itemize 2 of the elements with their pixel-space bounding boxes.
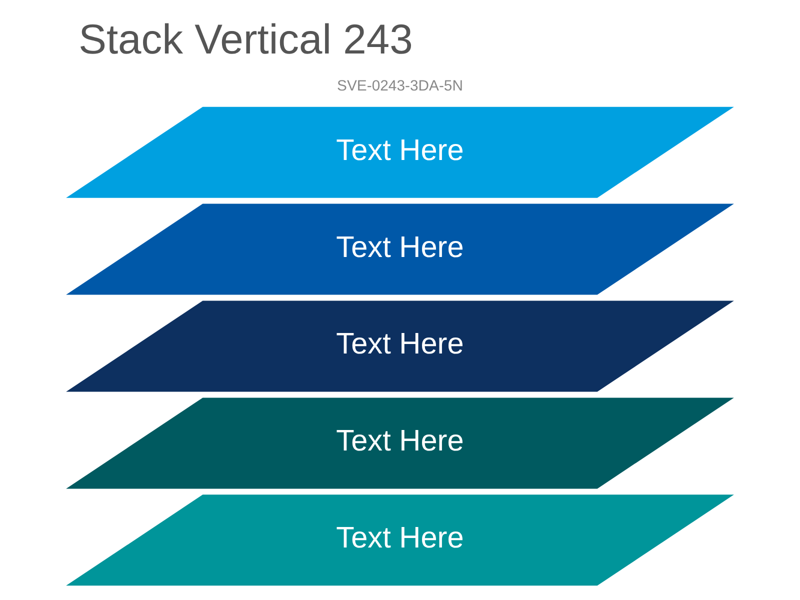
label: SVE-0243-3DA-5N bbox=[337, 78, 463, 94]
diagram-title: Stack Vertical 243 bbox=[78, 16, 413, 63]
